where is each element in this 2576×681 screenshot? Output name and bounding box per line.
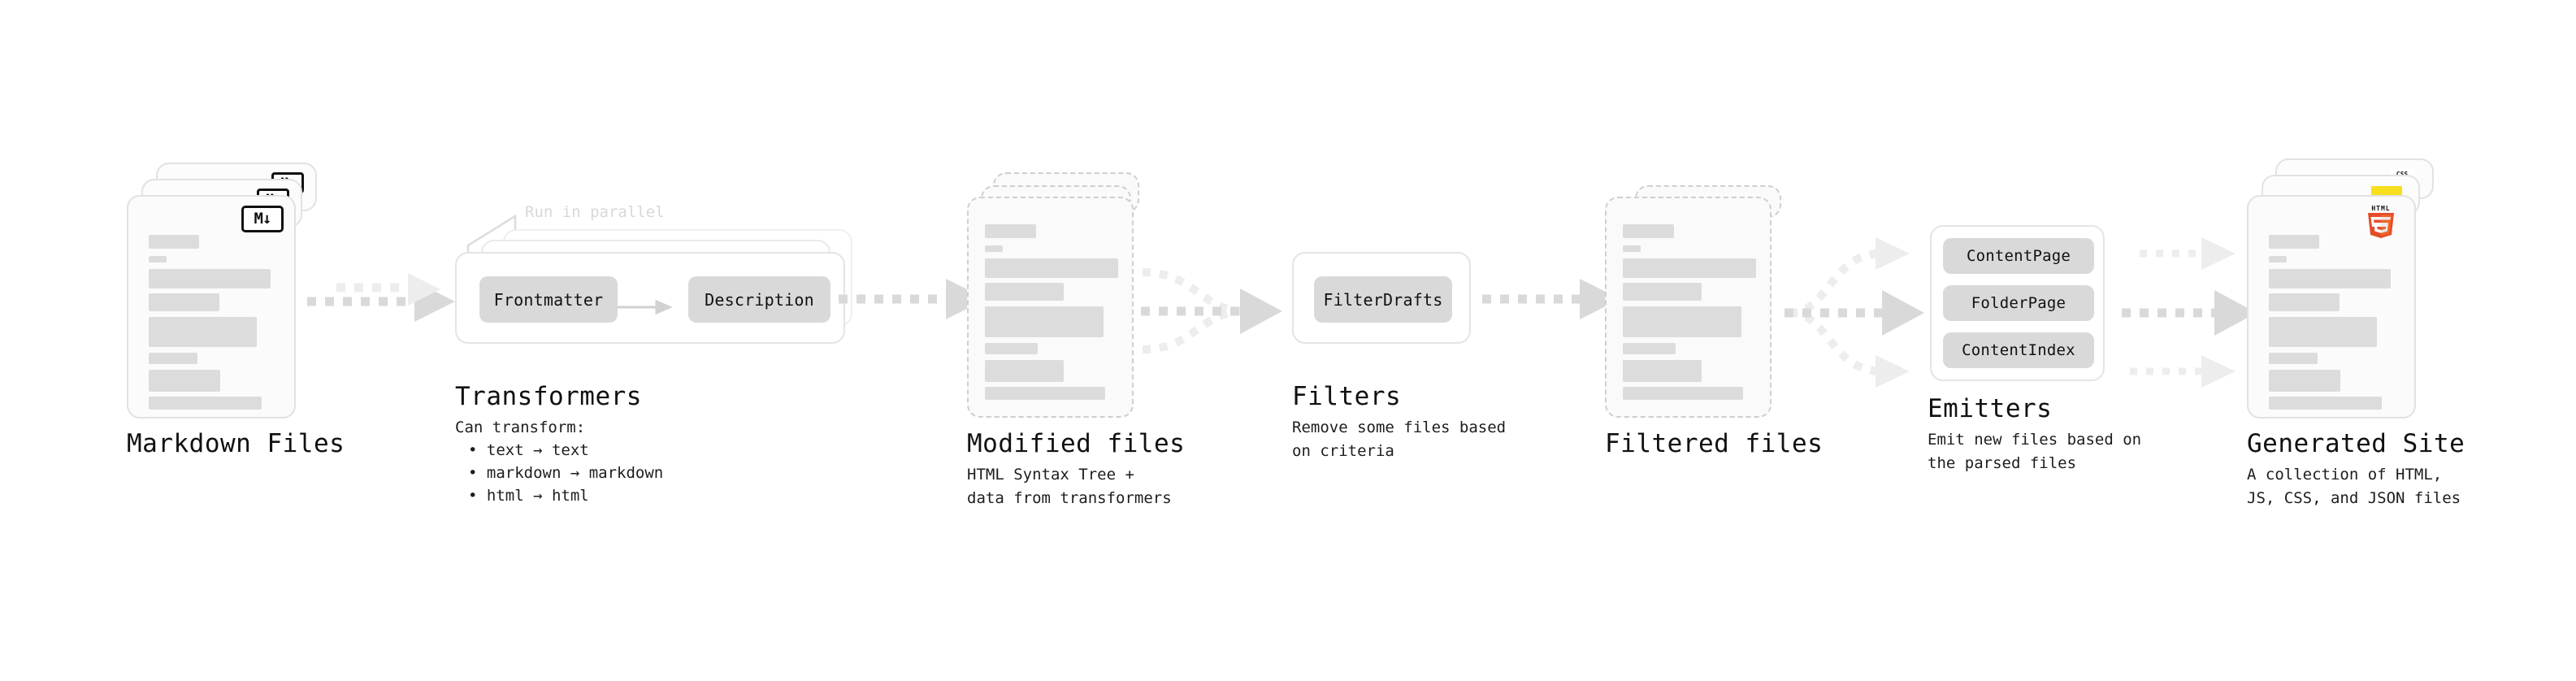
stage-title-markdown-files: Markdown Files (127, 429, 345, 458)
stage-subtitle-modified-files: HTML Syntax Tree + data from transformer… (967, 466, 1172, 507)
connector-modified-to-filters (1141, 268, 1282, 354)
transformer-bullet-0: • text → text (468, 441, 589, 459)
transformer-inner-arrow (618, 299, 673, 315)
transformer-node-frontmatter[interactable]: Frontmatter (479, 276, 618, 323)
filtered-file-skeleton (1607, 198, 1770, 416)
transformer-node-description[interactable]: Description (688, 276, 830, 323)
stage-title-generated-site: Generated Site (2247, 429, 2465, 458)
filter-node-filterdrafts[interactable]: FilterDrafts (1314, 276, 1452, 323)
connector-markdown-to-transformers (307, 273, 455, 322)
stage-title-filters: Filters (1292, 382, 1402, 411)
connector-emitters-to-site (2122, 237, 2257, 388)
stage-subtitle-filters: Remove some files based on criteria (1292, 419, 1507, 460)
connector-filtered-to-emitters (1785, 237, 1924, 388)
markdown-file-skeleton-main: M↓ (128, 197, 294, 417)
stage-subtitle-emitters: Emit new files based on the parsed files (1928, 431, 2142, 472)
transformers-panel: Frontmatter Description (455, 252, 845, 344)
modified-file-skeleton (969, 198, 1132, 416)
stage-title-modified-files: Modified files (967, 429, 1186, 458)
transformer-bullet-2: • html → html (468, 487, 589, 505)
markdown-file-card-main: M↓ (127, 195, 296, 419)
run-in-parallel-label: Run in parallel (525, 203, 665, 221)
stage-title-filtered-files: Filtered files (1605, 429, 1824, 458)
stage-title-emitters: Emitters (1928, 394, 2053, 423)
svg-text:CSS: CSS (2396, 171, 2409, 178)
stage-title-transformers: Transformers (455, 382, 642, 411)
emitter-node-contentindex[interactable]: ContentIndex (1943, 332, 2094, 368)
filters-panel: FilterDrafts (1292, 252, 1471, 344)
generated-site-skeleton: HTML (2249, 197, 2414, 417)
stage-subtitle-transformers: Can transform: (455, 419, 586, 436)
connector-transformers-to-modified (839, 279, 987, 319)
modified-file-card (967, 197, 1134, 418)
markdown-badge-icon: M↓ (241, 206, 284, 232)
filtered-file-card (1605, 197, 1772, 418)
stage-subtitle-generated-site: A collection of HTML, JS, CSS, and JSON … (2247, 466, 2461, 507)
emitters-panel: ContentPage FolderPage ContentIndex (1930, 225, 2105, 381)
emitter-node-folderpage[interactable]: FolderPage (1943, 285, 2094, 321)
generated-site-card: HTML (2247, 195, 2416, 419)
html5-badge-icon: HTML (2368, 205, 2394, 238)
transformer-bullet-1: • markdown → markdown (468, 464, 664, 482)
connector-filters-to-filtered (1482, 279, 1620, 319)
svg-text:HTML: HTML (2371, 205, 2390, 212)
emitter-node-contentpage[interactable]: ContentPage (1943, 238, 2094, 274)
